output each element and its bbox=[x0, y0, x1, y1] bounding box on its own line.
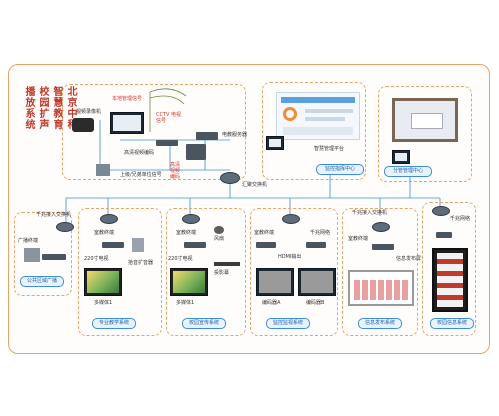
pc-source-label: 上级/兄弟单位信号 bbox=[120, 172, 162, 178]
platform-cluster bbox=[262, 82, 366, 180]
monitor-a-label: 编码器A bbox=[262, 300, 281, 306]
monitor-hdmi-label: HDMI输出 bbox=[278, 254, 302, 260]
campus-switch-label: 室教终端 bbox=[176, 230, 197, 236]
campus-fan-icon bbox=[214, 226, 224, 234]
subsystem-campus bbox=[166, 208, 246, 336]
terminal-cluster bbox=[378, 86, 472, 182]
campus-projector-icon bbox=[214, 262, 240, 266]
monitor-switch-label: 室教终端 bbox=[254, 230, 275, 236]
title-col-4: 播放系统 bbox=[23, 86, 34, 130]
teaching-switch-icon bbox=[100, 214, 118, 224]
campus-tv-label: 220寸电视 bbox=[168, 256, 193, 262]
cctv-label: CCTV 电视信号 bbox=[156, 112, 182, 124]
info-display-wall-icon bbox=[348, 270, 414, 306]
subsystem-display bbox=[422, 202, 476, 336]
subsystem-broadcast bbox=[14, 212, 72, 296]
teaching-tv-label: 220寸电视 bbox=[84, 256, 109, 262]
title-col-1: 北京中科 bbox=[65, 86, 76, 130]
platform-pc-icon bbox=[266, 136, 284, 150]
monitor-encoder-icon-2 bbox=[306, 242, 326, 248]
encoder-label: 高清视频编码 bbox=[124, 150, 155, 156]
control-center-label: 监控指挥中心 bbox=[316, 164, 365, 175]
info-screen-label: 信息发布屏 bbox=[396, 256, 422, 262]
teaching-mic-icon bbox=[132, 238, 144, 252]
broadcast-switch-icon bbox=[56, 222, 74, 232]
display-board-icon bbox=[432, 248, 468, 312]
campus-tv-icon bbox=[170, 268, 208, 296]
teaching-switch-label: 室教终端 bbox=[94, 230, 115, 236]
teaching-tv-icon bbox=[84, 268, 122, 296]
monitor-encoder-icon-1 bbox=[256, 242, 276, 248]
teaching-footer: 专业教学系统 bbox=[92, 318, 137, 329]
camera-label: 视频录像机 bbox=[76, 109, 102, 115]
ip-camera-label: 本地管理信号 bbox=[112, 96, 143, 102]
campus-fan-label: 风扇 bbox=[214, 236, 225, 242]
core-switch-icon bbox=[220, 172, 240, 184]
diagram-title: 北京中科 智慧教育 校园扩声 播放系统 bbox=[23, 86, 76, 168]
info-footer: 信息发布系统 bbox=[358, 318, 403, 329]
info-terminal-icon bbox=[372, 244, 394, 250]
info-switch-icon bbox=[372, 222, 390, 232]
monitor-screen-b-icon bbox=[298, 268, 336, 296]
monitor-gigabit-label: 千兆网络 bbox=[310, 230, 331, 236]
display-switch-label: 千兆网络 bbox=[450, 216, 471, 222]
monitor-b-label: 编码器B bbox=[306, 300, 325, 306]
terminal-center-label: 分管管理中心 bbox=[384, 166, 433, 177]
info-terminal-label: 室教终端 bbox=[348, 236, 369, 242]
teacher-pc-icon bbox=[392, 150, 410, 164]
encoder-icon bbox=[156, 140, 178, 146]
terminal-screen-icon bbox=[392, 98, 458, 142]
broadcast-footer: 公共区域广播 bbox=[20, 276, 65, 287]
title-col-3: 校园扩声 bbox=[37, 86, 48, 130]
campus-display-label: 多媒体1 bbox=[176, 300, 195, 306]
broadcast-switch-label: 千兆接入交换机 bbox=[36, 212, 72, 218]
monitor-footer: 监控监视系统 bbox=[266, 318, 311, 329]
monitor-screen-a-icon bbox=[256, 268, 294, 296]
camera-icon bbox=[72, 118, 94, 132]
subsystem-monitor bbox=[250, 208, 338, 336]
platform-label: 智慧管理平台 bbox=[314, 146, 345, 152]
pc-source-icon bbox=[96, 164, 110, 176]
subsystem-info bbox=[342, 208, 418, 336]
ip-camera-monitor-icon bbox=[110, 112, 144, 134]
teaching-mic-label: 拾音扩音器 bbox=[128, 260, 154, 266]
core-switch-label: 汇聚交换机 bbox=[242, 182, 268, 188]
subsystem-teaching bbox=[78, 208, 162, 336]
teaching-display-label: 多媒体1 bbox=[94, 300, 113, 306]
monitor-switch-icon bbox=[282, 214, 300, 224]
display-switch-icon bbox=[432, 206, 450, 216]
display-footer: 校园信息系统 bbox=[430, 318, 475, 329]
broadcast-device-label: 广播终端 bbox=[18, 238, 39, 244]
campus-switch-icon bbox=[182, 214, 200, 224]
teaching-terminal-icon bbox=[102, 242, 124, 248]
broadcast-amp-icon bbox=[42, 254, 66, 260]
info-switch-label: 千兆接入交换机 bbox=[352, 210, 388, 216]
title-col-2: 智慧教育 bbox=[51, 86, 62, 130]
media-server-icon bbox=[196, 132, 218, 140]
hd-encoder-label: 高清视频编码 bbox=[170, 162, 181, 180]
display-terminal-icon bbox=[436, 232, 452, 238]
platform-dashboard-icon bbox=[276, 92, 360, 140]
source-cluster bbox=[62, 84, 246, 180]
campus-footer: 校园宣传系统 bbox=[182, 318, 227, 329]
hd-encoder-icon bbox=[186, 144, 206, 160]
campus-projector-label: 投影幕 bbox=[214, 270, 230, 276]
broadcast-terminal-icon bbox=[24, 248, 40, 262]
media-server-label: 电教服务器 bbox=[222, 132, 248, 138]
campus-terminal-icon bbox=[184, 242, 206, 248]
